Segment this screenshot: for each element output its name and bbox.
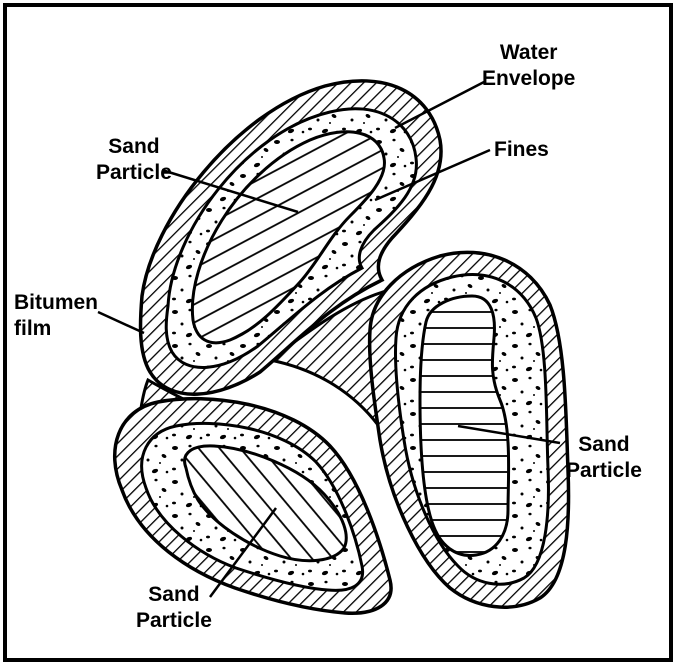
label-sand-right-line1: Sand [566,432,642,458]
label-water-envelope: Water Envelope [482,40,575,92]
sand-grain-right [370,252,569,607]
label-sand-top-line2: Particle [96,160,172,186]
leader-bitumen-film [98,312,144,333]
label-sand-right-line2: Particle [566,458,642,484]
label-bitumen-line2: film [14,316,98,342]
label-sand-particle-bottom: Sand Particle [136,582,212,634]
label-sand-bottom-line2: Particle [136,608,212,634]
label-water-envelope-line2: Envelope [482,66,575,92]
label-bitumen-line1: Bitumen [14,290,98,316]
label-fines-text: Fines [494,137,549,163]
label-sand-particle-top: Sand Particle [96,134,172,186]
label-sand-bottom-line1: Sand [136,582,212,608]
label-water-envelope-line1: Water [482,40,575,66]
label-bitumen-film: Bitumen film [14,290,98,342]
label-fines: Fines [494,137,549,163]
label-sand-top-line1: Sand [96,134,172,160]
label-sand-particle-right: Sand Particle [566,432,642,484]
